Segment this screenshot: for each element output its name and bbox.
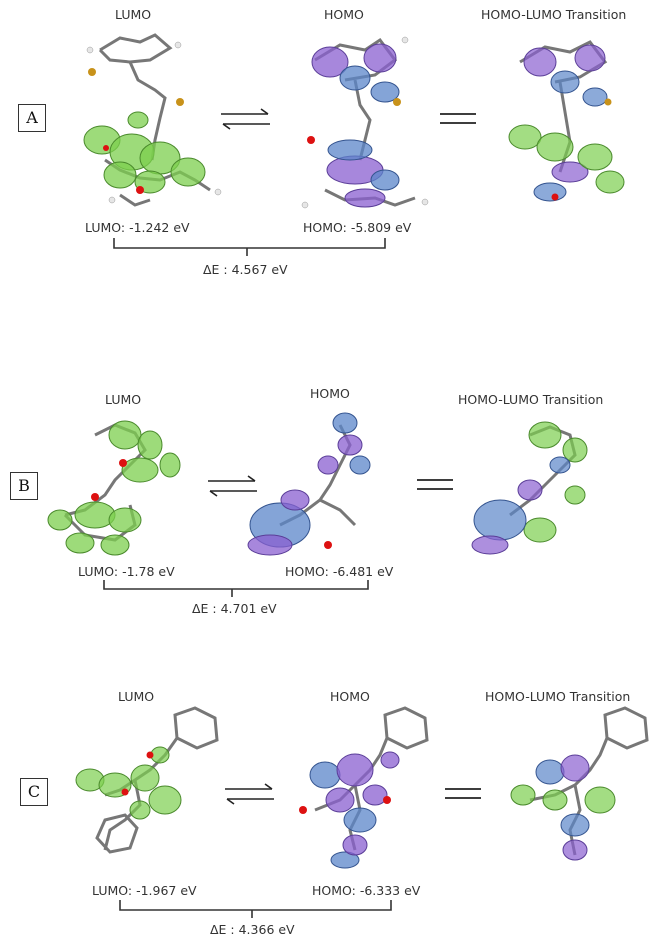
panel-label: A <box>18 104 46 132</box>
gap-bracket <box>113 238 386 256</box>
lumo-title: LUMO <box>105 392 142 407</box>
homo-orbital <box>301 36 429 209</box>
lumo-energy: LUMO: -1.242 eV <box>85 220 190 235</box>
transition-orbital <box>510 706 649 861</box>
transition-title: HOMO-LUMO Transition <box>458 392 604 407</box>
transition-title: HOMO-LUMO Transition <box>485 689 631 704</box>
equilibrium-arrows <box>208 475 257 497</box>
equals-sign <box>440 113 476 124</box>
panel-a: LUMO HOMO HOMO-LUMO Transition A <box>0 0 668 300</box>
lumo-orbital <box>83 33 222 207</box>
panel-b: LUMO HOMO HOMO-LUMO Transition B <box>10 386 604 616</box>
lumo-orbital <box>75 706 219 854</box>
energy-gap: ΔE : 4.701 eV <box>192 601 277 616</box>
panel-label: C <box>20 778 48 806</box>
homo-energy: HOMO: -6.481 eV <box>285 564 394 579</box>
gap-bracket <box>103 580 369 597</box>
energy-gap: ΔE : 4.366 eV <box>210 922 295 937</box>
homo-title: HOMO <box>324 7 364 22</box>
gap-bracket <box>119 900 392 918</box>
homo-title: HOMO <box>310 386 350 401</box>
transition-orbital <box>471 421 588 555</box>
equals-sign <box>417 479 453 490</box>
equals-sign <box>445 788 481 799</box>
homo-orbital <box>247 412 371 556</box>
lumo-energy: LUMO: -1.78 eV <box>78 564 175 579</box>
homo-title: HOMO <box>330 689 370 704</box>
homo-energy: HOMO: -6.333 eV <box>312 883 421 898</box>
equilibrium-arrows <box>221 108 270 130</box>
lumo-orbital <box>47 420 181 556</box>
homo-energy: HOMO: -5.809 eV <box>303 220 412 235</box>
energy-gap: ΔE : 4.567 eV <box>203 262 288 277</box>
lumo-energy: LUMO: -1.967 eV <box>92 883 197 898</box>
transition-orbital <box>508 40 625 202</box>
equilibrium-arrows <box>225 783 274 805</box>
panel-label: B <box>10 472 38 500</box>
lumo-title: LUMO <box>115 7 152 22</box>
homo-orbital <box>299 706 429 869</box>
transition-title: HOMO-LUMO Transition <box>481 7 627 22</box>
lumo-title: LUMO <box>118 689 155 704</box>
